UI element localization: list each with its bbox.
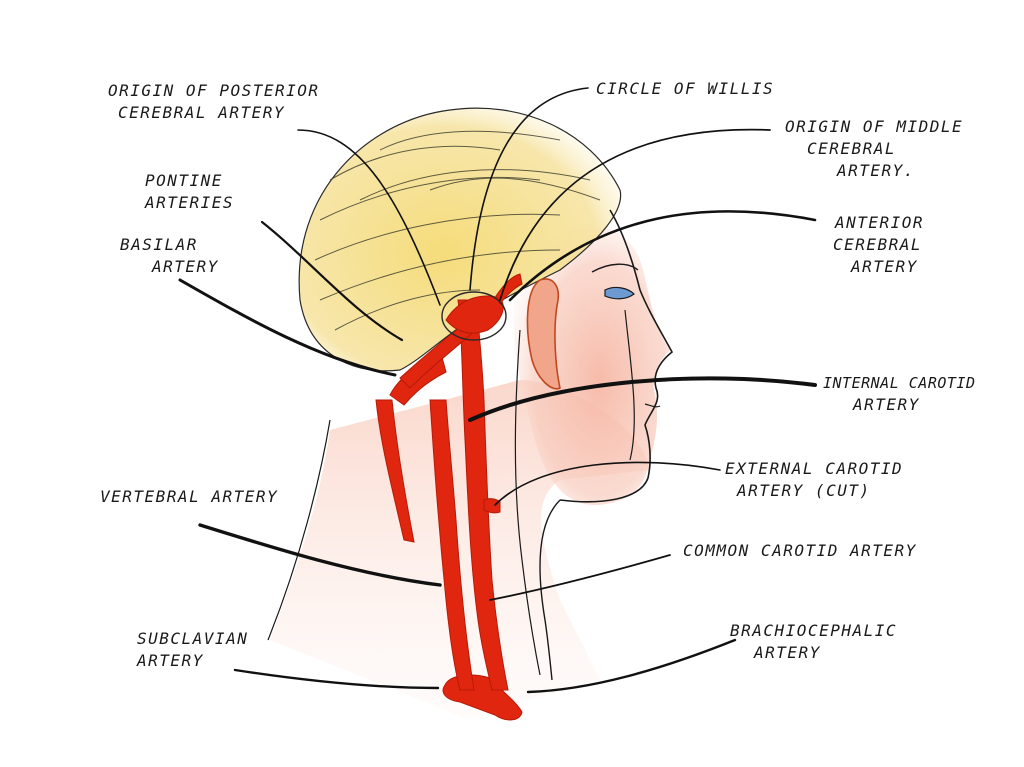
label-line: CIRCLE of WILLIS (596, 79, 775, 98)
leader-vertebral (198, 523, 442, 587)
label-line: ARTERY (754, 643, 821, 662)
label-internal-carotid-artery: INTERNAL CAROTID ARTERY (823, 372, 976, 416)
mouth (644, 403, 661, 408)
label-line: INTERNAL CAROTID (823, 374, 976, 392)
label-line: ANTERIOR (835, 213, 925, 232)
leader-middle-cerebral (499, 128, 771, 301)
label-pontine-arteries: PONTINE ARTERIES (145, 170, 234, 214)
label-line: SUBCLAVIAN (137, 629, 249, 648)
leader-anterior-cerebral (508, 210, 817, 302)
leader-posterior-cerebral (297, 129, 441, 306)
eye (604, 286, 635, 300)
neck-rear-line (514, 329, 541, 676)
label-line: COMMON CAROTID ARTERY (683, 541, 917, 560)
artery-tree (375, 273, 523, 721)
leader-subclavian (233, 668, 440, 690)
vertebral-artery-shape (375, 399, 415, 543)
circle-of-willis-shape (445, 295, 504, 334)
label-line: ARTERY (851, 257, 918, 276)
label-posterior-cerebral-artery: ORIGIN of POSTERIOR CEREBRAL ARTERY (108, 80, 320, 124)
leader-brachiocephalic (526, 638, 737, 694)
common-carotid-artery-shape (457, 299, 509, 691)
label-line: ARTERY (853, 395, 920, 414)
label-line: EXTERNAL CAROTID (725, 459, 904, 478)
face-profile (559, 209, 674, 503)
label-line: PONTINE (145, 171, 223, 190)
hair-strands (314, 130, 601, 331)
label-line: CEREBRAL ARTERY (118, 103, 285, 122)
label-line: ORIGIN of POSTERIOR (108, 81, 320, 100)
label-line: VERTEBRAL ARTERY (100, 487, 279, 506)
label-line: CEREBRAL (807, 139, 897, 158)
neck-back-line (267, 419, 331, 641)
label-vertebral-artery: VERTEBRAL ARTERY (100, 486, 278, 508)
circle-of-willis-outline (441, 291, 507, 341)
leader-circle-of-willis (469, 87, 589, 291)
external-carotid-stub (483, 498, 501, 514)
ear (526, 278, 561, 390)
label-middle-cerebral-artery: ORIGIN of MIDDLE CEREBRAL ARTERY. (785, 116, 963, 182)
label-brachiocephalic-artery: BRACHIOCEPHALIC ARTERY (730, 620, 897, 664)
leader-external-carotid (494, 461, 721, 506)
label-line: ORIGIN of MIDDLE (785, 117, 964, 136)
leader-common-carotid (489, 554, 671, 601)
neck-front-line (539, 499, 561, 681)
leader-pontine (260, 220, 404, 342)
leader-lines (178, 87, 817, 694)
label-common-carotid-artery: COMMON CAROTID ARTERY (683, 540, 917, 562)
vertebral-artery-lower (429, 399, 475, 691)
label-line: ARTERY (137, 651, 204, 670)
label-subclavian-artery: SUBCLAVIAN ARTERY (137, 628, 248, 672)
label-external-carotid-artery: EXTERNAL CAROTID ARTERY (CUT) (725, 458, 903, 502)
label-anterior-cerebral-artery: ANTERIOR CEREBRAL ARTERY (833, 212, 925, 278)
label-line: BRACHIOCEPHALIC (730, 621, 897, 640)
neck-inner-line (624, 309, 635, 461)
label-line: ARTERY. (837, 161, 915, 180)
label-line: ARTERY (152, 257, 219, 276)
eyebrow (591, 263, 639, 273)
label-line: CEREBRAL (833, 235, 923, 254)
label-line: BASILAR (120, 235, 198, 254)
leader-basilar (178, 278, 397, 377)
leader-internal-carotid (468, 376, 817, 422)
label-basilar-artery: BASILAR ARTERY (120, 234, 219, 278)
label-line: ARTERY (CUT) (737, 481, 871, 500)
label-circle-of-willis: CIRCLE of WILLIS (596, 78, 774, 100)
label-line: ARTERIES (145, 193, 235, 212)
